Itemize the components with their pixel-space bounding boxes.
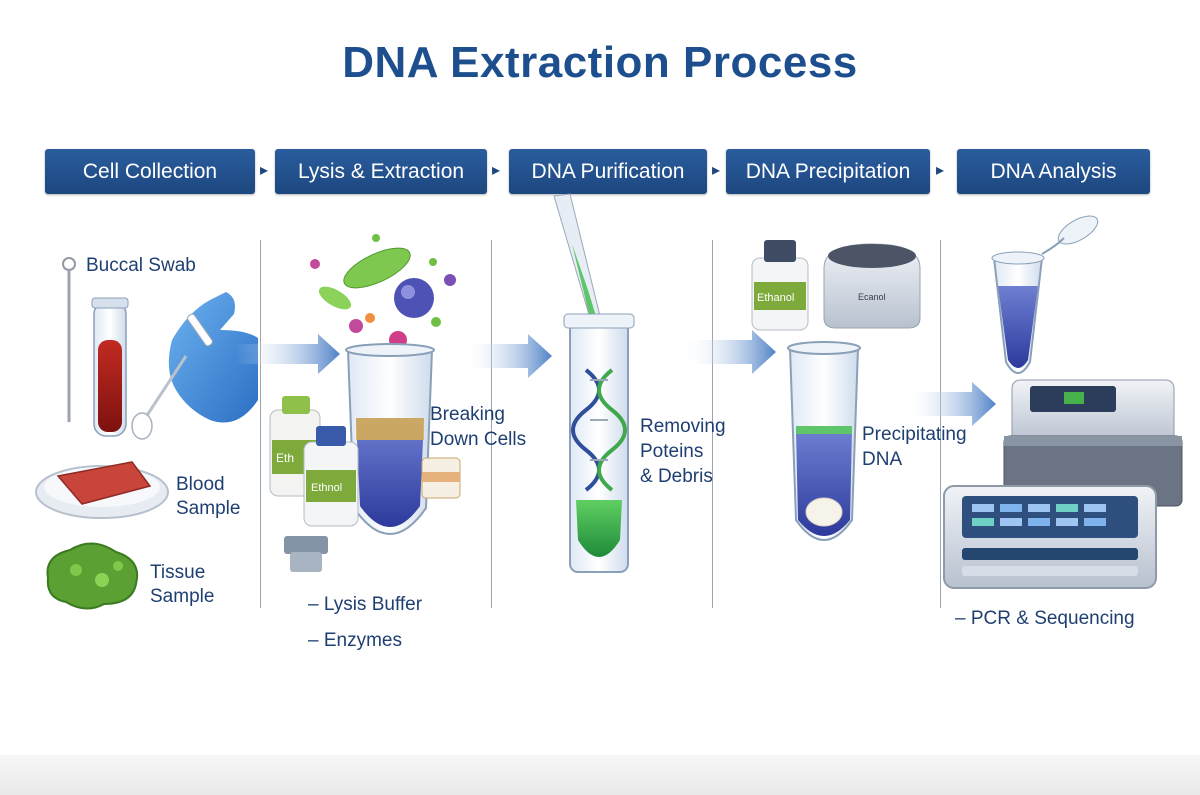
blood-sample-label-line1: Blood — [176, 474, 225, 495]
flow-arrow-icon — [462, 334, 552, 378]
buffer-cap-icon — [284, 536, 328, 572]
microtube-icon — [991, 215, 1099, 374]
step-dna-precipitation: DNA Precipitation — [726, 149, 930, 194]
gloved-hand-icon — [131, 292, 258, 440]
chevron-right-icon: ▸ — [491, 162, 501, 179]
buccal-swab-label: Buccal Swab — [86, 255, 196, 276]
step-lysis-extraction: Lysis & Extraction — [275, 149, 487, 194]
swab-icon — [62, 257, 76, 422]
analysis-bullet-pcr: – PCR & Sequencing — [955, 608, 1135, 629]
precipitation-tube-icon — [787, 341, 861, 541]
lysis-caption-line1: Breaking — [430, 404, 505, 425]
tissue-sample-icon — [46, 542, 138, 610]
purification-caption-line2: Poteins — [640, 441, 704, 462]
blood-tube-icon — [91, 297, 129, 437]
lysis-bullet-enzymes: – Enzymes — [308, 630, 402, 651]
cell-debris-icon — [310, 234, 456, 349]
precipitation-caption-line1: Precipitating — [862, 424, 967, 445]
flow-arrow-icon — [236, 334, 340, 374]
lysis-tube-icon — [345, 343, 435, 535]
ethanol-bottle-icon: Ethanol — [751, 240, 809, 331]
centrifuge-icon: Ecanol — [823, 243, 921, 329]
tissue-dish-icon — [35, 461, 169, 519]
precipitation-caption-line2: DNA — [862, 449, 903, 470]
lysis-bullet-buffer: – Lysis Buffer — [308, 594, 423, 615]
pipette-icon — [553, 193, 601, 319]
column-divider — [712, 240, 713, 608]
chevron-right-icon: ▸ — [259, 162, 269, 179]
centrifuge-label: Ecanol — [858, 292, 886, 302]
step-cell-collection: Cell Collection — [45, 149, 255, 194]
ethanol-label: Ethanol — [757, 292, 794, 304]
tissue-sample-label-line1: Tissue — [150, 562, 206, 583]
bottle-label-left: Eth — [276, 451, 294, 465]
blood-sample-label-line2: Sample — [176, 498, 241, 519]
bottle-label-right: Ethnol — [311, 482, 342, 494]
dna-helix-icon — [571, 368, 627, 492]
column-divider — [491, 240, 492, 608]
flow-arrow-icon — [684, 330, 776, 374]
chevron-right-icon: ▸ — [935, 162, 945, 179]
lysis-caption-line2: Down Cells — [430, 429, 527, 450]
flow-arrow-icon — [904, 382, 996, 426]
purification-caption-line1: Removing — [640, 416, 726, 437]
tissue-sample-label-line2: Sample — [150, 586, 215, 607]
step-dna-analysis: DNA Analysis — [957, 149, 1150, 194]
purification-caption-line3: & Debris — [640, 466, 713, 487]
step-dna-purification: DNA Purification — [509, 149, 707, 194]
purification-column-icon — [563, 313, 635, 573]
column-divider — [260, 240, 261, 608]
sample-vial-icon — [421, 457, 461, 499]
ethanol-bottle-icon: Ethnol — [303, 426, 359, 527]
pcr-machine-icon — [943, 485, 1157, 589]
bottom-band — [0, 755, 1200, 795]
column-divider — [940, 240, 941, 608]
chevron-right-icon: ▸ — [711, 162, 721, 179]
page-title: DNA Extraction Process — [342, 38, 858, 87]
